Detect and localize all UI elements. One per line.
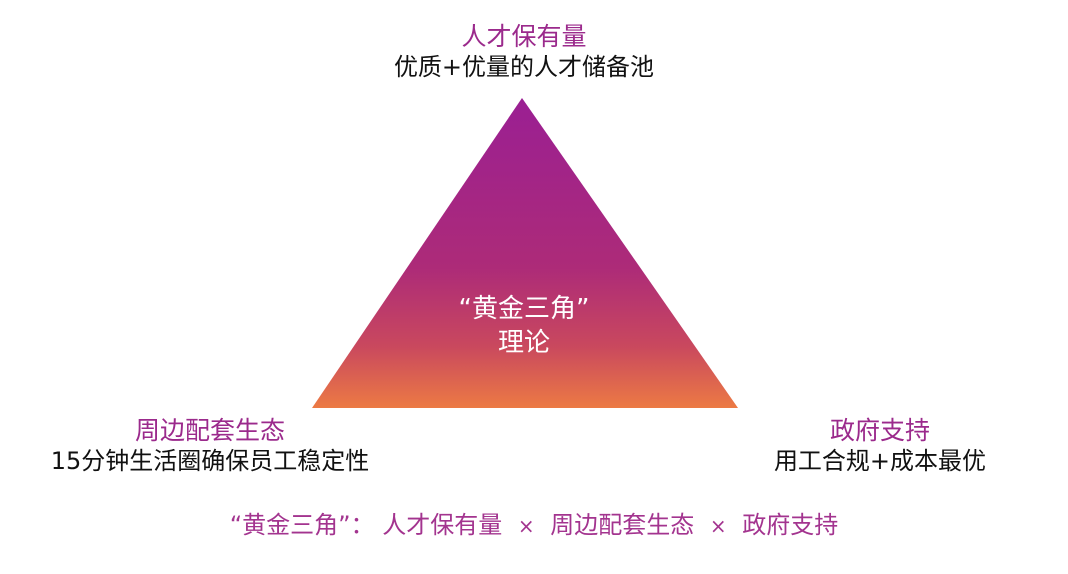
formula-prefix: “黄金三角”： <box>229 511 375 539</box>
triangle-shape <box>312 98 738 408</box>
center-line-1: “黄金三角” <box>458 294 590 324</box>
formula-term-2: 周边配套生态 <box>550 511 695 539</box>
right-subtitle: 用工合规+成本最优 <box>773 447 987 475</box>
top-vertex-label: 人才保有量 优质+优量的人才储备池 <box>334 22 714 82</box>
left-vertex-label: 周边配套生态 15分钟生活圈确保员工稳定性 <box>0 416 420 476</box>
top-subtitle: 优质+优量的人才储备池 <box>393 53 655 81</box>
top-title: 人才保有量 <box>461 22 587 51</box>
right-vertex-label: 政府支持 用工合规+成本最优 <box>700 416 1060 476</box>
multiply-sign-1: × <box>517 514 535 538</box>
formula-line: “黄金三角”： 人才保有量 × 周边配套生态 × 政府支持 <box>140 510 928 541</box>
right-title: 政府支持 <box>829 416 930 445</box>
formula-term-1: 人才保有量 <box>382 511 503 539</box>
left-subtitle: 15分钟生活圈确保员工稳定性 <box>50 447 370 475</box>
left-title: 周边配套生态 <box>134 416 285 445</box>
center-line-2: 理论 <box>497 328 550 358</box>
triangle-center-text: “黄金三角” 理论 <box>404 292 644 360</box>
formula-term-3: 政府支持 <box>742 511 839 539</box>
multiply-sign-2: × <box>709 514 727 538</box>
